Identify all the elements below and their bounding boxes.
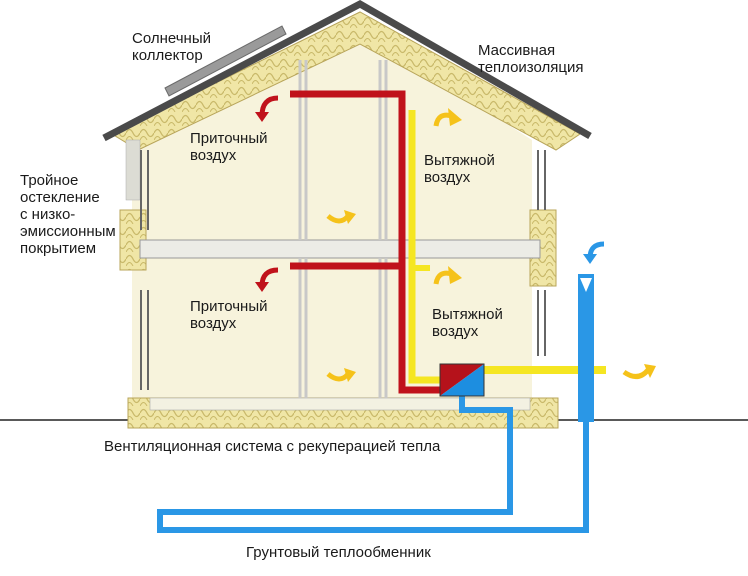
curved-red-arrow-head [255,282,269,292]
interior-partitions [298,60,388,398]
curved-yellow-arrow-head [448,266,462,284]
curved-yellow-arrow-head [344,210,356,224]
solar-collector-panel [164,25,287,97]
curved-yellow-arrow-head [344,368,356,382]
curved-yellow-arrow-icon [622,368,650,379]
curved-red-arrow-head [255,112,269,122]
curved-blue-arrow-head [583,254,597,264]
intake-filter [580,278,592,292]
floor-top [149,397,531,411]
air-intake-stack [578,274,594,422]
left-wall-insulation-upper [125,139,141,201]
supply-duct [290,90,440,394]
ventilation-system-label: Вентиляционная система с рекуперацией те… [104,438,441,455]
left-glazing [140,150,149,390]
curved-yellow-arrow-head [644,364,656,378]
exhaust-duct [408,110,440,384]
roof-edge [102,0,592,142]
curved-yellow-arrow-head [448,108,462,126]
ground-exchanger-label: Грунтовый теплообменник [246,544,431,561]
ground-heat-exchanger-pipe [157,274,589,533]
intermediate-floor [139,239,541,259]
heat-exchanger-icon [439,363,485,397]
right-glazing [537,150,546,356]
